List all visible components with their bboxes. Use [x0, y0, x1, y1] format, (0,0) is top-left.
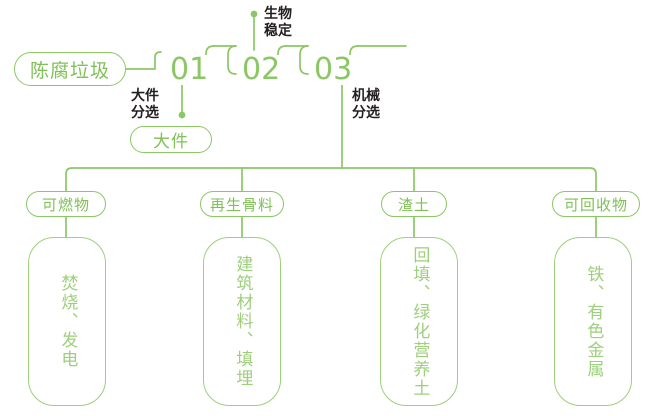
outcome-text-1: 建筑材料、填埋: [232, 255, 253, 388]
category-pill-kehuishou[interactable]: 可回收物: [552, 191, 640, 217]
stage-number-01[interactable]: 01: [168, 52, 211, 87]
wire-02-left-arc: [227, 45, 237, 75]
outcome-text-2: 回填、绿化营养土: [409, 245, 430, 398]
stage-03-caption-line1: 机械: [352, 88, 380, 104]
input-node-chenfu-laji[interactable]: 陈腐垃圾: [14, 52, 126, 86]
wire-03-left-arc: [299, 45, 309, 75]
stage-01-caption-line2: 分选: [131, 105, 159, 121]
stage-02-caption-line1: 生物: [264, 6, 292, 22]
category-pill-zhatu[interactable]: 渣土: [381, 191, 447, 217]
wire-distribution-bus: [65, 167, 597, 192]
stage-01-caption: 大件 分选: [131, 88, 159, 122]
outcome-box-0[interactable]: 焚烧、发电: [28, 237, 106, 406]
outcome-text-3: 铁、有色金属: [583, 264, 604, 379]
category-pill-kerawu[interactable]: 可燃物: [26, 191, 106, 217]
category-pill-zaishenggu[interactable]: 再生骨料: [200, 191, 284, 217]
dot-dajian: [178, 111, 186, 119]
outcome-text-0: 焚烧、发电: [57, 274, 78, 369]
wire-input-to-01: [125, 51, 162, 70]
dot-shengwu: [250, 10, 258, 18]
side-output-node-dajian[interactable]: 大件: [130, 126, 212, 153]
stage-02-caption-line2: 稳定: [264, 23, 292, 39]
stage-02-caption: 生物 稳定: [264, 6, 292, 40]
stage-01-caption-line1: 大件: [131, 88, 159, 104]
stage-number-02[interactable]: 02: [240, 52, 283, 87]
stage-number-03[interactable]: 03: [312, 52, 355, 87]
outcome-box-2[interactable]: 回填、绿化营养土: [380, 237, 458, 406]
stage-03-caption: 机械 分选: [352, 88, 380, 122]
stage-03-caption-line2: 分选: [352, 105, 380, 121]
outcome-box-3[interactable]: 铁、有色金属: [554, 237, 632, 406]
outcome-box-1[interactable]: 建筑材料、填埋: [203, 237, 281, 406]
